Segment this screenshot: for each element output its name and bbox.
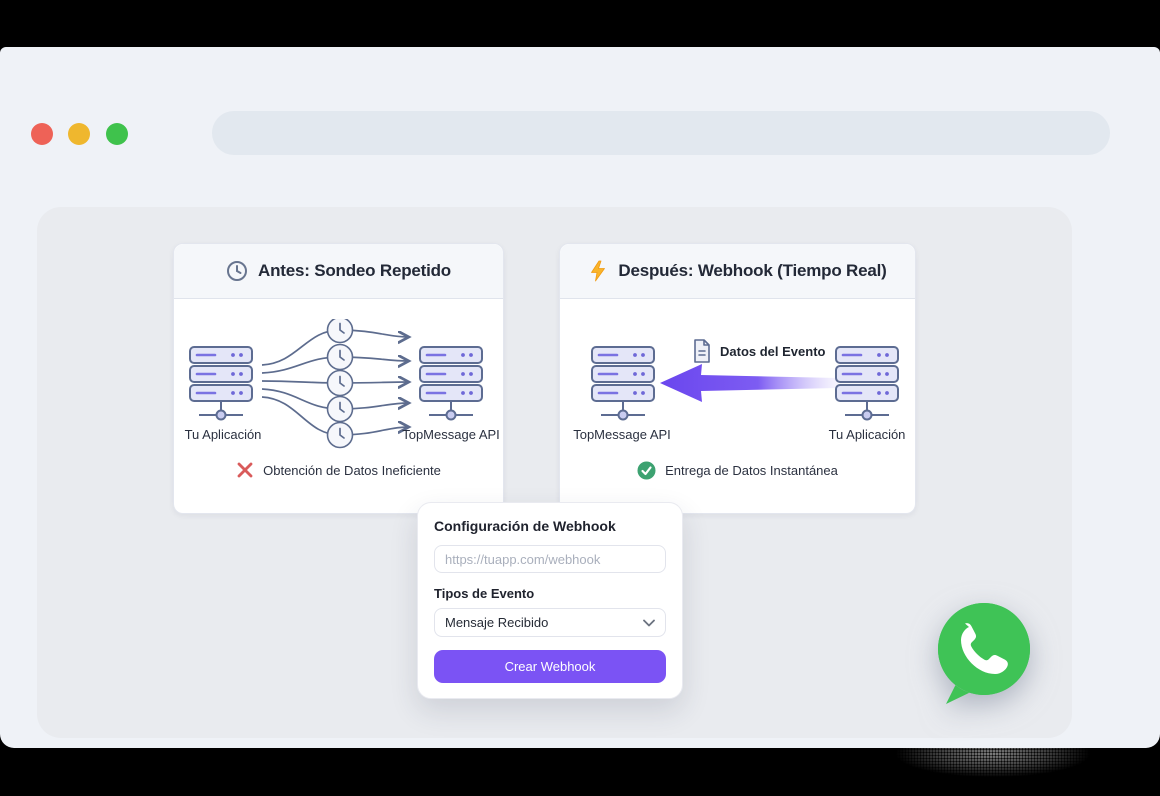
server-icon xyxy=(189,346,253,421)
event-data-label-row: Datos del Evento xyxy=(692,339,825,363)
server-icon xyxy=(835,346,899,421)
document-icon xyxy=(694,339,710,363)
webhook-arrow-graphic xyxy=(660,364,838,402)
traffic-light-minimize-button[interactable] xyxy=(68,123,90,145)
before-card-body: Tu Aplicación xyxy=(174,299,503,513)
event-type-label: Tipos de Evento xyxy=(434,586,535,601)
diagram-panel: Antes: Sondeo Repetido xyxy=(37,207,1072,738)
server-icon xyxy=(419,346,483,421)
server-label: TopMessage API xyxy=(402,427,500,442)
check-circle-icon xyxy=(637,461,656,480)
before-polling-card: Antes: Sondeo Repetido xyxy=(173,243,504,514)
before-status-row: Obtención de Datos Ineficiente xyxy=(174,461,503,479)
address-bar[interactable] xyxy=(212,111,1110,155)
server-label: Tu Aplicación xyxy=(828,427,906,442)
before-status-text: Obtención de Datos Ineficiente xyxy=(263,462,441,478)
before-card-header: Antes: Sondeo Repetido xyxy=(174,244,503,299)
chevron-down-icon xyxy=(643,619,655,626)
browser-window: Antes: Sondeo Repetido xyxy=(0,47,1160,748)
x-icon xyxy=(237,462,253,478)
polling-arrows-graphic xyxy=(261,319,422,449)
whatsapp-dithered-shadow xyxy=(868,748,1118,796)
event-type-selected-value: Mensaje Recibido xyxy=(445,615,549,630)
webhook-config-title: Configuración de Webhook xyxy=(434,518,616,534)
server-icon xyxy=(591,346,655,421)
webhook-config-card: Configuración de Webhook Tipos de Evento… xyxy=(417,502,683,699)
traffic-light-zoom-button[interactable] xyxy=(106,123,128,145)
traffic-light-close-button[interactable] xyxy=(31,123,53,145)
after-card-title: Después: Webhook (Tiempo Real) xyxy=(618,261,887,280)
server-label: Tu Aplicación xyxy=(184,427,262,442)
after-card-body: TopMessage API Datos del Evento xyxy=(560,299,915,513)
event-type-select[interactable]: Mensaje Recibido xyxy=(434,608,666,637)
server-label: TopMessage API xyxy=(573,427,671,442)
after-status-row: Entrega de Datos Instantánea xyxy=(560,461,915,480)
event-data-label: Datos del Evento xyxy=(720,343,826,359)
clock-icon xyxy=(227,261,247,281)
before-card-title: Antes: Sondeo Repetido xyxy=(258,261,451,280)
webhook-url-input[interactable] xyxy=(434,545,666,573)
whatsapp-icon[interactable] xyxy=(933,600,1035,710)
create-webhook-button[interactable]: Crear Webhook xyxy=(434,650,666,683)
after-card-header: Después: Webhook (Tiempo Real) xyxy=(560,244,915,299)
after-status-text: Entrega de Datos Instantánea xyxy=(665,463,838,478)
lightning-icon xyxy=(591,260,606,282)
after-webhook-card: Después: Webhook (Tiempo Real) xyxy=(559,243,916,514)
